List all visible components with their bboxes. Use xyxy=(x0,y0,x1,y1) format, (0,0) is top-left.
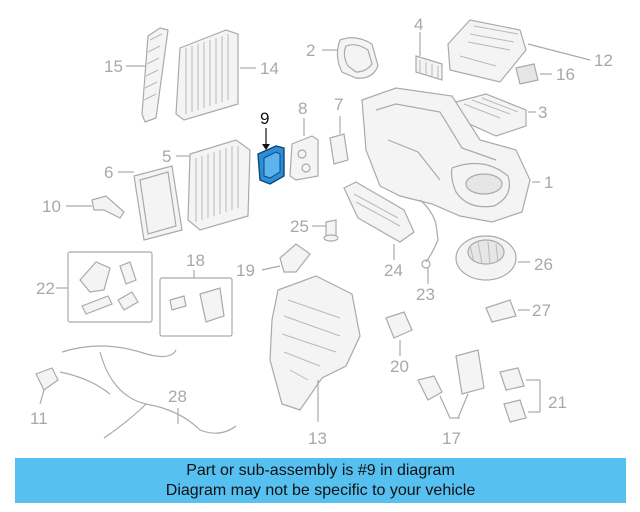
part-6 xyxy=(133,165,183,241)
label-23: 23 xyxy=(416,285,435,304)
label-24: 24 xyxy=(384,261,403,280)
part-5 xyxy=(187,139,251,231)
label-9: 9 xyxy=(260,109,269,128)
leader-lines xyxy=(39,32,591,424)
label-7: 7 xyxy=(334,95,343,114)
label-3: 3 xyxy=(538,103,547,122)
label-2: 2 xyxy=(306,41,315,60)
part-14 xyxy=(175,29,239,121)
label-6: 6 xyxy=(104,163,113,182)
label-1: 1 xyxy=(544,173,553,192)
label-21: 21 xyxy=(548,393,567,412)
part-26 xyxy=(455,235,517,281)
part-1 xyxy=(361,87,531,223)
banner-line-2: Diagram may not be specific to your vehi… xyxy=(165,482,476,499)
part-10 xyxy=(91,195,125,219)
part-8 xyxy=(289,135,319,181)
part-18 xyxy=(159,277,233,337)
label-5: 5 xyxy=(162,147,171,166)
label-28: 28 xyxy=(168,387,187,406)
part-9-highlighted xyxy=(257,128,285,185)
part-27 xyxy=(485,299,517,323)
part-22 xyxy=(67,251,153,323)
label-18: 18 xyxy=(186,251,205,270)
part-23 xyxy=(419,199,439,269)
label-12: 12 xyxy=(594,51,613,70)
label-13: 13 xyxy=(308,429,327,448)
label-25: 25 xyxy=(290,217,309,236)
part-4 xyxy=(415,55,443,81)
label-26: 26 xyxy=(534,255,553,274)
part-15 xyxy=(141,27,169,123)
label-22: 22 xyxy=(36,279,55,298)
part-13 xyxy=(269,275,361,411)
part-20 xyxy=(385,311,413,339)
part-11 xyxy=(35,367,59,391)
label-8: 8 xyxy=(298,99,307,118)
part-labels: 1 2 3 4 5 6 7 8 9 10 11 12 13 14 15 16 1… xyxy=(30,15,613,448)
part-19 xyxy=(279,243,311,273)
part-21 xyxy=(499,367,527,423)
part-2 xyxy=(336,37,379,79)
part-17 xyxy=(417,349,485,401)
banner-line-1: Part or sub-assembly is #9 in diagram xyxy=(186,462,455,479)
info-banner: Part or sub-assembly is #9 in diagram Di… xyxy=(15,458,626,503)
label-27: 27 xyxy=(532,301,551,320)
part-28 xyxy=(59,345,237,439)
label-17: 17 xyxy=(442,429,461,448)
label-14: 14 xyxy=(260,59,279,78)
parts-diagram: 1 2 3 4 5 6 7 8 9 10 11 12 13 14 15 16 1… xyxy=(30,15,613,448)
label-20: 20 xyxy=(390,357,409,376)
part-25 xyxy=(323,219,339,242)
part-24 xyxy=(343,181,415,243)
label-10: 10 xyxy=(42,197,61,216)
label-11: 11 xyxy=(30,409,48,428)
label-16: 16 xyxy=(556,65,575,84)
label-15: 15 xyxy=(104,57,123,76)
part-12 xyxy=(447,19,539,85)
part-7 xyxy=(329,116,349,165)
label-19: 19 xyxy=(236,261,255,280)
label-4: 4 xyxy=(414,15,423,34)
